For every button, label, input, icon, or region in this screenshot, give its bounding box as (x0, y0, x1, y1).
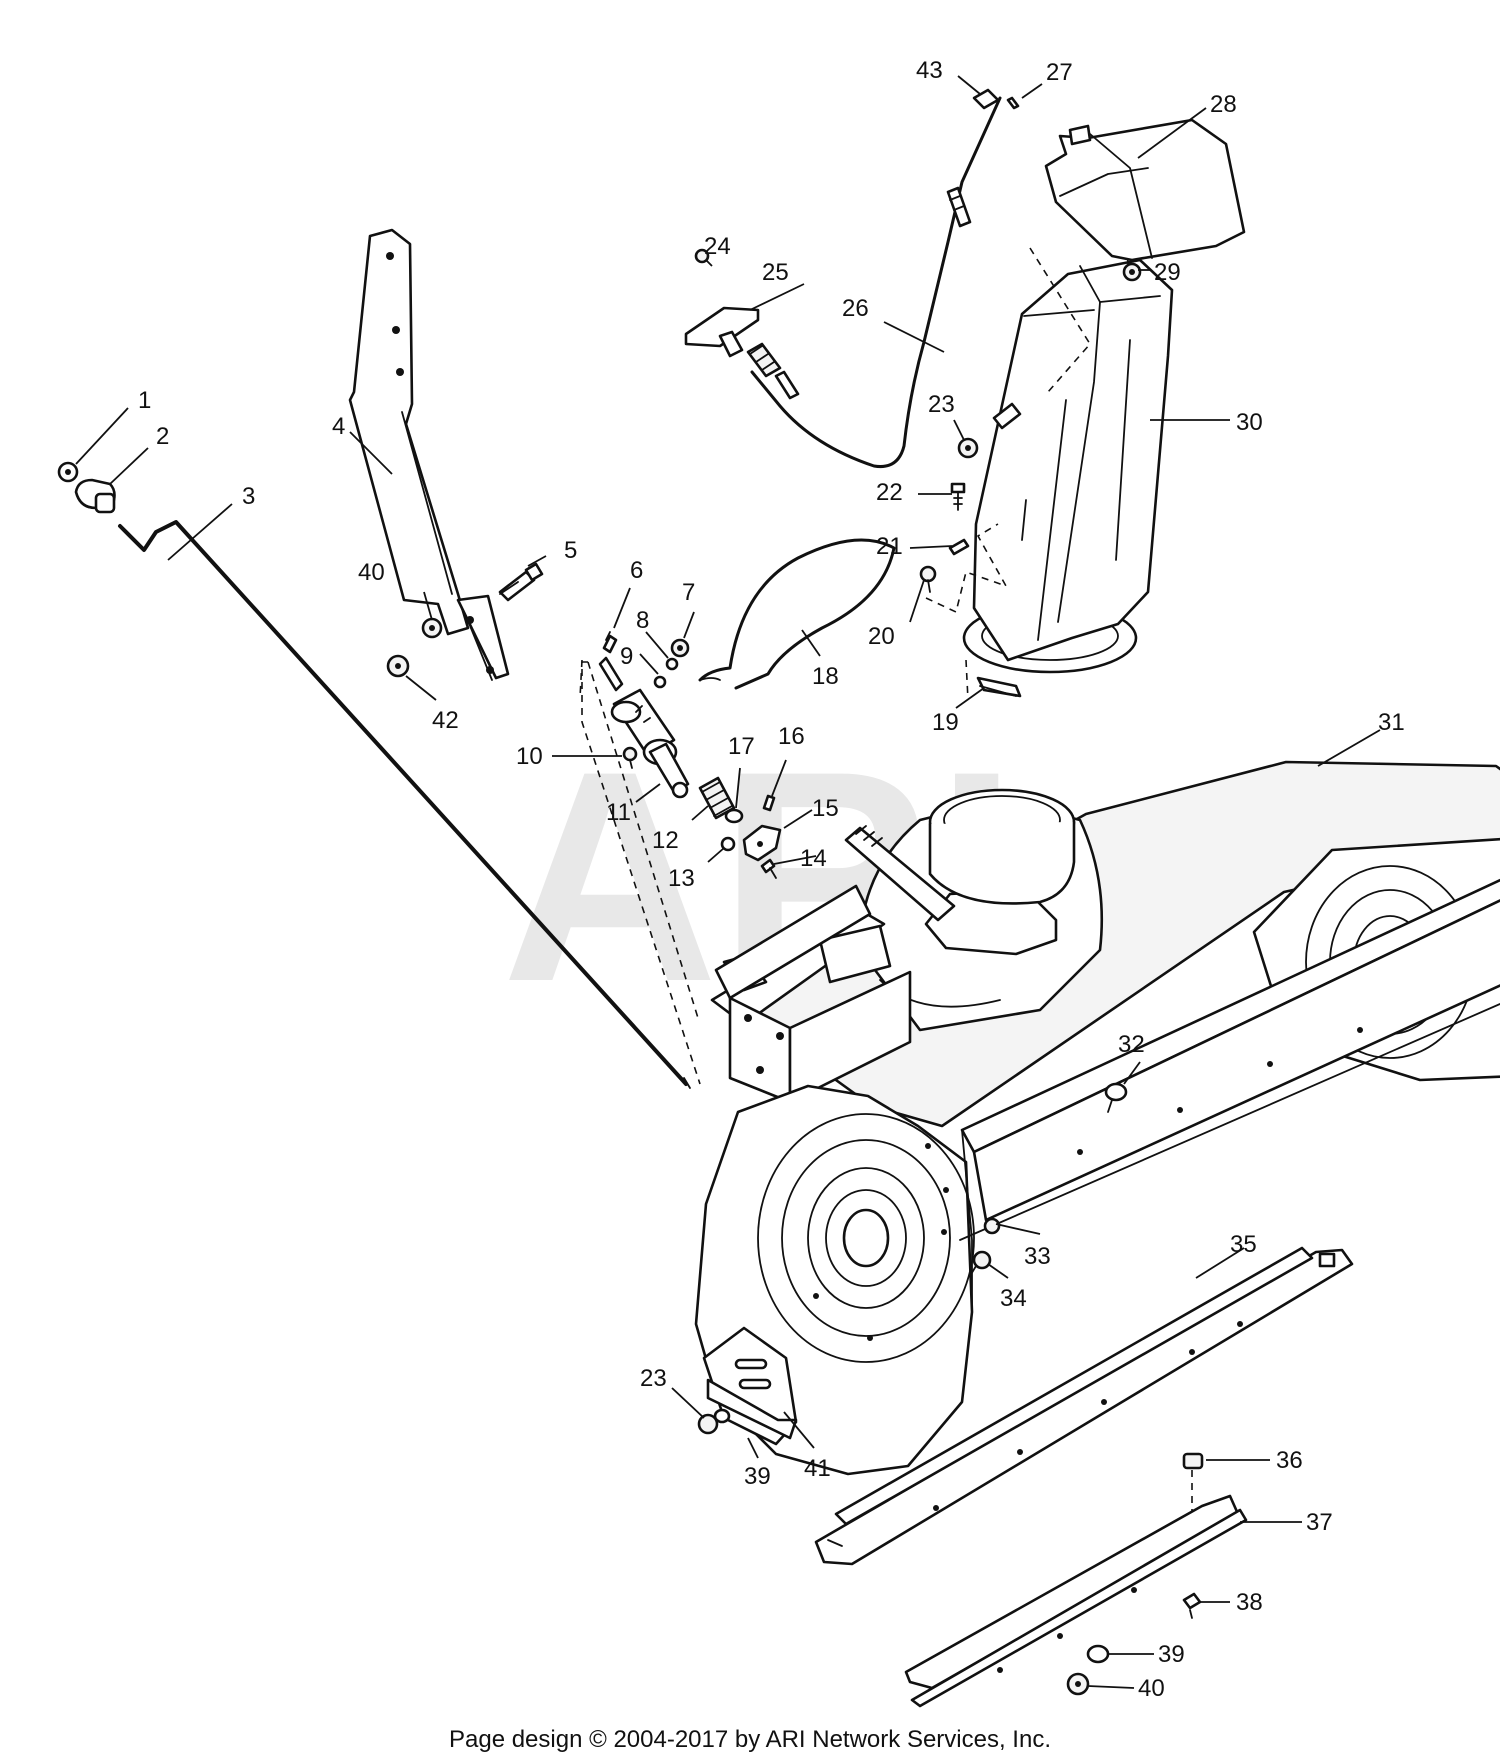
part-22-bolt (950, 482, 966, 511)
part-3-control-rod (118, 520, 691, 1089)
part-40-nut-lower (1066, 1672, 1090, 1696)
callout-34: 34 (1000, 1285, 1027, 1312)
part-19-chute-retainer (976, 676, 1022, 698)
part-43-cable-end (972, 88, 1000, 110)
chute-mount-guide (925, 523, 1008, 614)
part-8-washer (665, 657, 679, 671)
part-1-nut (57, 461, 79, 483)
part-39-washer-lower (1086, 1644, 1110, 1664)
part-32-shear-bolt (1104, 1082, 1128, 1113)
callout-32: 32 (1118, 1031, 1145, 1058)
callout-38: 38 (1236, 1589, 1263, 1616)
callout-16: 16 (778, 723, 805, 750)
part-11-shaft-assembly (598, 656, 690, 799)
callout-6: 6 (630, 557, 643, 584)
part-39-washer-upper (713, 1408, 731, 1424)
part-30-discharge-chute (972, 258, 1174, 662)
part-40-nut-upper (421, 617, 443, 639)
callout-17: 17 (728, 733, 755, 760)
part-33-nut (983, 1217, 1001, 1235)
callout-5: 5 (564, 537, 577, 564)
callout-37: 37 (1306, 1509, 1333, 1536)
part-16-pin (762, 794, 776, 812)
part-9-washer (653, 675, 667, 689)
part-17-washer (724, 808, 744, 824)
part-23-nut-upper (957, 437, 979, 459)
callout-18: 18 (812, 663, 839, 690)
callout-33: 33 (1024, 1243, 1051, 1270)
part-35-scraper-bar (814, 1246, 1354, 1566)
callout-35: 35 (1230, 1231, 1257, 1258)
callout-43: 43 (916, 57, 943, 84)
callout-2: 2 (156, 423, 169, 450)
callout-1: 1 (138, 387, 151, 414)
part-6-spring-pin (602, 631, 618, 654)
callout-12: 12 (652, 827, 679, 854)
callout-31: 31 (1378, 709, 1405, 736)
callout-11: 11 (606, 799, 631, 826)
part-34-bolt (969, 1250, 992, 1277)
callout-40-lower: 40 (1138, 1675, 1165, 1702)
part-24-screw (694, 248, 710, 264)
callout-27: 27 (1046, 59, 1073, 86)
part-5-bolt (498, 562, 544, 602)
part-27-pin (1006, 96, 1020, 110)
callout-4: 4 (332, 413, 345, 440)
part-26-control-cable (746, 96, 1002, 469)
callout-41: 41 (804, 1455, 831, 1482)
part-14-screw (760, 858, 777, 879)
callout-28: 28 (1210, 91, 1237, 118)
callout-13: 13 (668, 865, 695, 892)
part-15-bracket (742, 824, 782, 862)
part-23-nut-lower (697, 1413, 719, 1435)
callout-22: 22 (876, 479, 903, 506)
part-13-washer (720, 836, 736, 852)
callout-9: 9 (620, 643, 633, 670)
part-7-nut (670, 638, 690, 658)
callout-30: 30 (1236, 409, 1263, 436)
callout-29: 29 (1154, 259, 1181, 286)
assembly-guide-line (581, 661, 701, 1085)
callout-39-lower: 39 (1158, 1641, 1185, 1668)
callout-39-upper: 39 (744, 1463, 771, 1490)
part-25-handle (684, 306, 760, 358)
callout-labels: 1 2 3 4 5 6 7 8 9 10 11 12 13 14 15 16 1… (138, 57, 1405, 1702)
part-10-screw (622, 746, 638, 769)
part-18-wire-spring (698, 538, 896, 690)
part-42-nut (386, 654, 410, 678)
callout-25: 25 (762, 259, 789, 286)
copyright-footer: Page design © 2004-2017 by ARI Network S… (448, 1726, 1051, 1753)
callout-21: 21 (876, 533, 903, 560)
callout-15: 15 (812, 795, 839, 822)
callout-14: 14 (800, 845, 827, 872)
callout-23-lower: 23 (640, 1365, 667, 1392)
part-37-skid-plate (904, 1494, 1248, 1708)
callout-26: 26 (842, 295, 869, 322)
callout-23-upper: 23 (928, 391, 955, 418)
part-12-spring (698, 776, 736, 820)
callout-19: 19 (932, 709, 959, 736)
part-4-support-bracket (348, 228, 510, 681)
part-36-bolt (1182, 1452, 1204, 1518)
part-30-chute-bracket (992, 402, 1022, 430)
part-28-chute-deflector (1044, 118, 1246, 262)
callout-24: 24 (704, 233, 731, 260)
callout-40-upper: 40 (358, 559, 385, 586)
part-21-clip (948, 538, 970, 556)
callout-36: 36 (1276, 1447, 1303, 1474)
part-2-knob (74, 478, 116, 514)
part-29-nut (1122, 262, 1142, 282)
callout-7: 7 (682, 579, 695, 606)
callout-10: 10 (516, 743, 543, 770)
callout-20: 20 (868, 623, 895, 650)
leader-lines (75, 75, 1381, 1689)
callout-3: 3 (242, 483, 255, 510)
callout-42: 42 (432, 707, 459, 734)
callout-8: 8 (636, 607, 649, 634)
part-20-screw (919, 565, 937, 593)
part-38-bolt (1182, 1592, 1202, 1619)
